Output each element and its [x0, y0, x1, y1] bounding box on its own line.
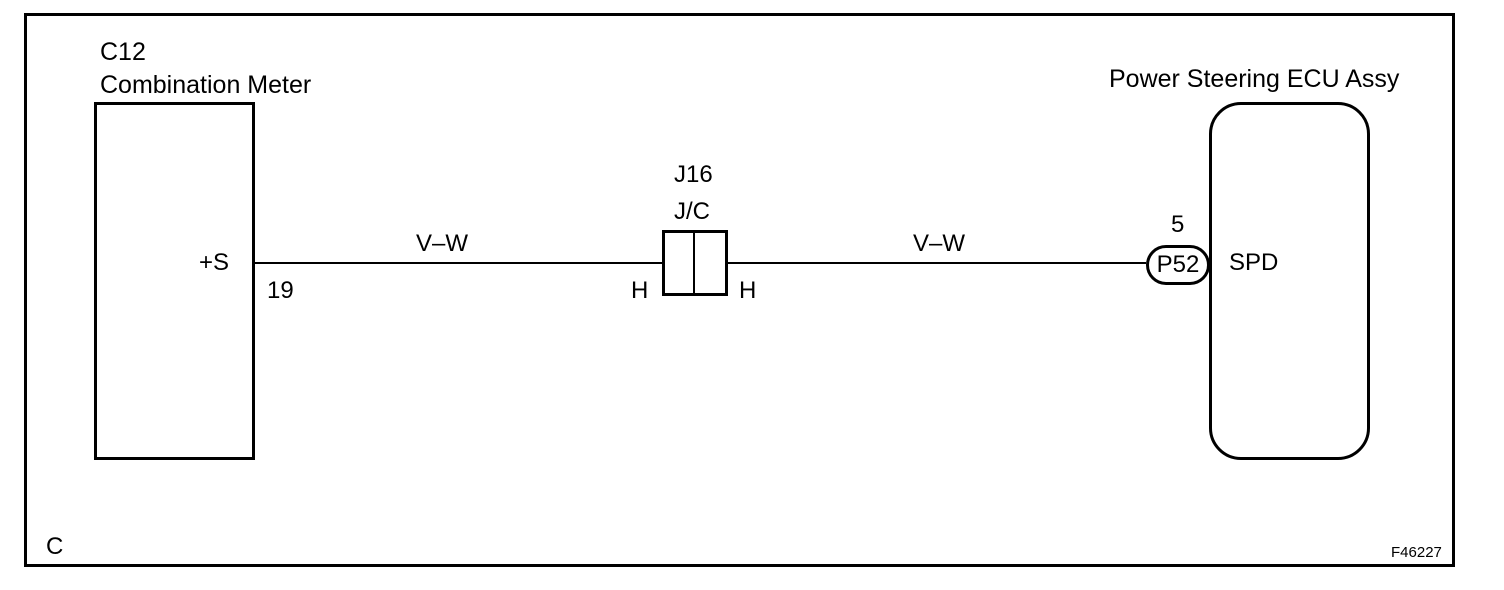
- corner-mark: C: [46, 533, 64, 560]
- figure-id: F46227: [1391, 544, 1442, 561]
- wire-color-right: V–W: [913, 230, 966, 257]
- power-steering-ecu-box: [1209, 102, 1370, 460]
- ecu-pin-number: 5: [1171, 211, 1185, 238]
- diagram-frame: [24, 13, 1455, 567]
- combination-meter-box: [94, 102, 255, 460]
- connector-label: P52: [1156, 251, 1200, 278]
- junction-connector-box: [662, 230, 728, 296]
- meter-name: Combination Meter: [100, 71, 312, 99]
- wire-color-left: V–W: [416, 230, 469, 257]
- junction-right-pin: H: [739, 277, 757, 304]
- junction-type: J/C: [674, 198, 710, 225]
- wire-segment-left: [255, 262, 662, 264]
- ecu-name: Power Steering ECU Assy: [1109, 65, 1400, 93]
- connector-p52: P52: [1146, 245, 1210, 285]
- meter-pin-number: 19: [267, 277, 294, 304]
- wire-segment-right: [728, 262, 1146, 264]
- junction-internal-link: [693, 233, 695, 293]
- meter-terminal-label: +S: [199, 249, 230, 276]
- meter-code: C12: [100, 38, 146, 66]
- ecu-terminal-label: SPD: [1229, 249, 1279, 276]
- junction-left-pin: H: [631, 277, 649, 304]
- junction-code: J16: [674, 161, 713, 188]
